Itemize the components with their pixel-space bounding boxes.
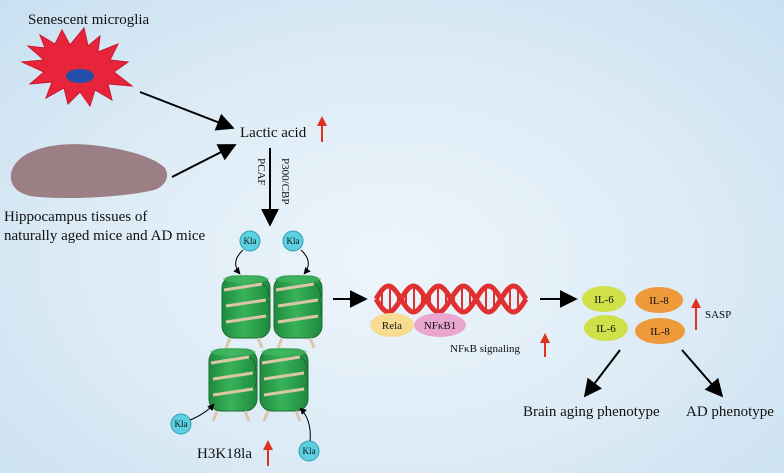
il6-cytokine: IL-6 — [584, 315, 628, 341]
to-brain-aging-arrow — [583, 349, 621, 398]
sasp-label: SASP — [705, 309, 731, 321]
senescent-microglia-label: Senescent microglia — [28, 12, 150, 28]
kla-attach-arrow — [189, 403, 215, 421]
kla-label: Kla — [244, 236, 257, 246]
h3k18la-up-arrow-icon — [263, 440, 273, 466]
kla-label: Kla — [287, 236, 300, 246]
to-ad-phenotype-arrow — [681, 349, 724, 398]
hippocampus-label-line1: Hippocampus tissues of — [4, 209, 147, 225]
hippocampus-label-line2: naturally aged mice and AD mice — [4, 228, 206, 244]
brain-aging-phenotype-label: Brain aging phenotype — [523, 404, 660, 420]
nfkb-signaling-label: NFκB signaling — [450, 343, 521, 355]
nucleosome-icon — [272, 273, 324, 350]
nfkb1-protein: NFκB1 — [414, 313, 466, 337]
microglia-cell-icon — [20, 26, 134, 108]
kla-bubble: Kla — [239, 230, 261, 252]
il8-cytokine: IL-8 — [635, 318, 685, 344]
p300-cbp-label: P300/CBP — [279, 158, 291, 204]
nucleosome-icon — [258, 346, 310, 423]
il8-cytokine: IL-8 — [635, 287, 683, 313]
sasp-up-arrow-icon — [691, 298, 701, 330]
kla-label: Kla — [303, 446, 316, 456]
dna-helix-icon — [373, 283, 529, 315]
kla-attach-arrow — [300, 249, 311, 275]
pcaf-label: PCAF — [255, 158, 267, 186]
il6-label: IL-6 — [596, 323, 616, 335]
h3k18la-label: H3K18la — [197, 446, 252, 462]
kla-bubble: Kla — [298, 440, 320, 462]
il6-cytokine: IL-6 — [582, 286, 626, 312]
nfkb-up-arrow-icon — [540, 333, 550, 357]
nucleosome-icon — [207, 346, 259, 423]
nucleosome-icon — [220, 273, 272, 350]
kla-bubble: Kla — [170, 413, 192, 435]
kla-attach-arrow — [299, 407, 311, 442]
il6-label: IL-6 — [594, 294, 614, 306]
lactic-acid-label: Lactic acid — [240, 125, 307, 141]
rela-label: Rela — [382, 320, 402, 332]
kla-attach-arrow — [233, 249, 244, 275]
il8-label: IL-8 — [650, 326, 670, 338]
il8-label: IL-8 — [649, 295, 669, 307]
ad-phenotype-label: AD phenotype — [686, 404, 774, 420]
hippocampus-tissue-icon — [10, 144, 168, 198]
microglia-to-lactate-arrow — [139, 91, 235, 131]
kla-bubble: Kla — [282, 230, 304, 252]
tissue-to-lactate-arrow — [171, 144, 237, 178]
nfkb1-label: NFκB1 — [424, 320, 456, 332]
nucleus-icon — [66, 69, 94, 83]
rela-protein: Rela — [370, 313, 414, 337]
lactic-acid-up-arrow-icon — [317, 116, 327, 142]
kla-label: Kla — [175, 419, 188, 429]
